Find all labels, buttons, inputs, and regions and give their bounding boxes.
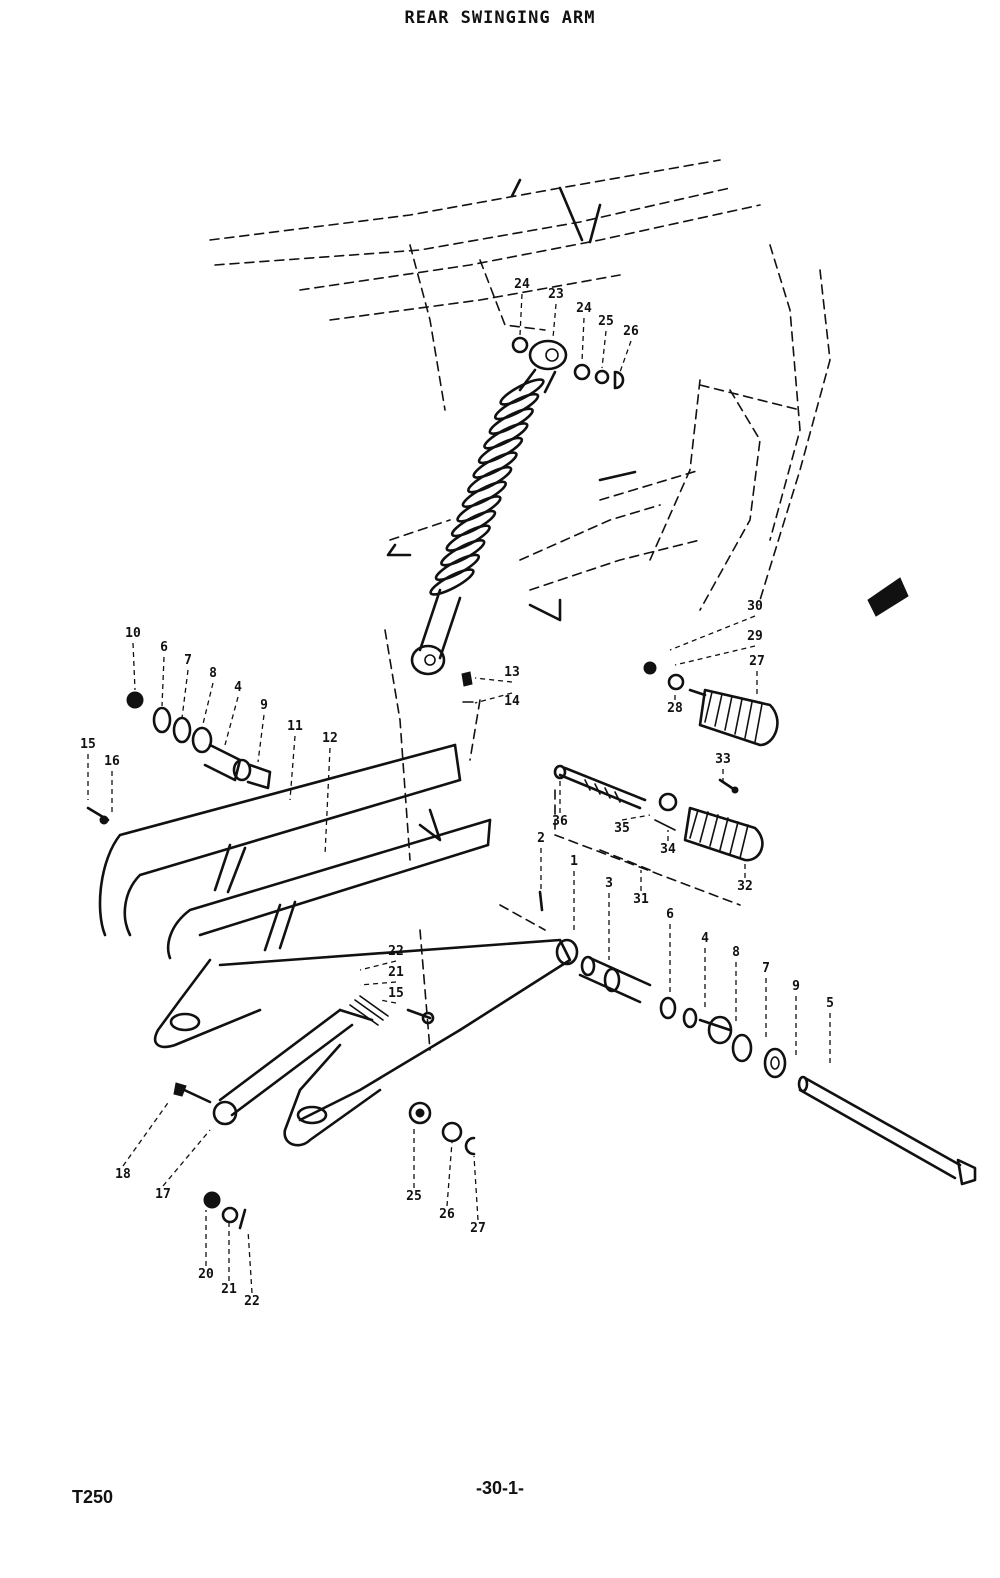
part-callout-c12: 12 — [322, 731, 338, 746]
small-bolts-13-14 — [461, 671, 544, 912]
callout-leader-c22a — [359, 960, 397, 971]
part-callout-c6b: 6 — [666, 907, 674, 922]
part-callout-c26a: 26 — [623, 324, 639, 339]
part-callout-c2: 2 — [537, 831, 545, 846]
callout-leader-c10 — [132, 642, 136, 691]
footrest-lower — [553, 764, 764, 862]
nut-washer-pin — [203, 1191, 247, 1230]
callout-leader-c25a — [601, 330, 607, 369]
part-callout-c15b: 15 — [388, 986, 404, 1001]
part-callout-c8b: 8 — [732, 945, 740, 960]
part-callout-c24b: 24 — [576, 301, 592, 316]
callout-leader-c17 — [162, 1129, 211, 1187]
model-code: T250 — [72, 1487, 114, 1507]
part-callout-c31: 31 — [633, 892, 649, 907]
callout-leader-c26b — [446, 1141, 453, 1207]
page-title: REAR SWINGING ARM — [404, 8, 596, 28]
callout-leader-c29 — [674, 645, 756, 666]
part-callout-c15: 15 — [80, 737, 96, 752]
part-callout-c26b: 26 — [439, 1207, 455, 1222]
callout-leader-c24b — [581, 317, 585, 363]
part-callout-c22b: 22 — [244, 1294, 260, 1309]
callout-leader-c7a — [181, 669, 189, 719]
callout-leader-c14 — [474, 692, 513, 704]
callout-leader-c30 — [669, 615, 756, 651]
washers-bottom — [408, 1101, 476, 1156]
swing-arm — [98, 743, 579, 1147]
callout-leader-c18 — [122, 1099, 171, 1167]
part-callout-c18: 18 — [115, 1167, 131, 1182]
callout-leader-c35 — [621, 814, 651, 821]
callout-leader-c12 — [324, 747, 331, 856]
part-callout-c10: 10 — [125, 626, 141, 641]
part-callout-c21a: 21 — [388, 965, 404, 980]
part-callout-c24a: 24 — [514, 277, 530, 292]
part-callout-c29: 29 — [747, 629, 763, 644]
part-callout-c32: 32 — [737, 879, 753, 894]
part-callout-c33: 33 — [715, 752, 731, 767]
part-callout-c25b: 25 — [406, 1189, 422, 1204]
rear-shock-absorber — [410, 339, 568, 676]
part-callout-c4a: 4 — [234, 680, 242, 695]
part-callout-c9a: 9 — [260, 698, 268, 713]
part-callout-c7a: 7 — [184, 653, 192, 668]
part-callout-c5: 5 — [826, 996, 834, 1011]
part-callout-c13: 13 — [504, 665, 520, 680]
left-bushing-stack — [126, 691, 272, 790]
part-callout-c34: 34 — [660, 842, 676, 857]
bolt-18 — [173, 1082, 212, 1104]
part-callout-c28: 28 — [667, 701, 683, 716]
part-callout-c20: 20 — [198, 1267, 214, 1282]
callout-leader-c13 — [474, 677, 513, 683]
bracket-plate — [867, 577, 909, 617]
callout-leader-c23 — [552, 303, 557, 339]
part-callout-c30: 30 — [747, 599, 763, 614]
pivot-shaft-assembly — [578, 955, 787, 1079]
part-callout-c8a: 8 — [209, 666, 217, 681]
page-number: -30-1- — [475, 1478, 524, 1498]
part-callout-c23: 23 — [548, 287, 564, 302]
part-callout-c4b: 4 — [701, 931, 709, 946]
part-callout-c22a: 22 — [388, 944, 404, 959]
part-callout-c36: 36 — [552, 814, 568, 829]
pivot-bolt — [797, 1075, 977, 1186]
part-callouts: 2423242526106784911121314151630292728333… — [80, 277, 834, 1309]
callout-leader-c8a — [201, 682, 214, 729]
callout-leader-c26a — [619, 340, 632, 373]
shock-top-hardware — [511, 336, 625, 390]
callout-leader-c21a — [359, 981, 397, 986]
part-callout-c3: 3 — [605, 876, 613, 891]
part-callout-c35: 35 — [614, 821, 630, 836]
part-callout-c1: 1 — [570, 854, 578, 869]
part-callout-c27b: 27 — [470, 1221, 486, 1236]
part-callout-c14: 14 — [504, 694, 520, 709]
callout-leader-c6a — [161, 656, 165, 707]
callout-leader-c4a — [224, 696, 239, 746]
frame-outline — [209, 159, 831, 861]
callout-leader-c27b — [473, 1155, 479, 1221]
callout-leader-c22b — [247, 1229, 253, 1294]
part-callout-c25a: 25 — [598, 314, 614, 329]
callout-leader-c15b — [379, 999, 397, 1004]
callout-leader-c24a — [519, 293, 523, 336]
part-callout-c27a: 27 — [749, 654, 765, 669]
callout-leader-c11 — [289, 735, 296, 801]
part-callout-c17: 17 — [155, 1187, 171, 1202]
bolt-left-15-16 — [86, 806, 110, 825]
footrest-group-brackets — [554, 789, 741, 906]
part-callout-c11: 11 — [287, 719, 303, 734]
part-callout-c9b: 9 — [792, 979, 800, 994]
part-callout-c6a: 6 — [160, 640, 168, 655]
part-callout-c16: 16 — [104, 754, 120, 769]
torque-link — [212, 995, 389, 1126]
part-callout-c21b: 21 — [221, 1282, 237, 1297]
adjuster-bolt-mid — [406, 1008, 435, 1025]
callout-leader-c9a — [257, 714, 265, 763]
footrest-upper — [643, 661, 779, 747]
part-callout-c7b: 7 — [762, 961, 770, 976]
